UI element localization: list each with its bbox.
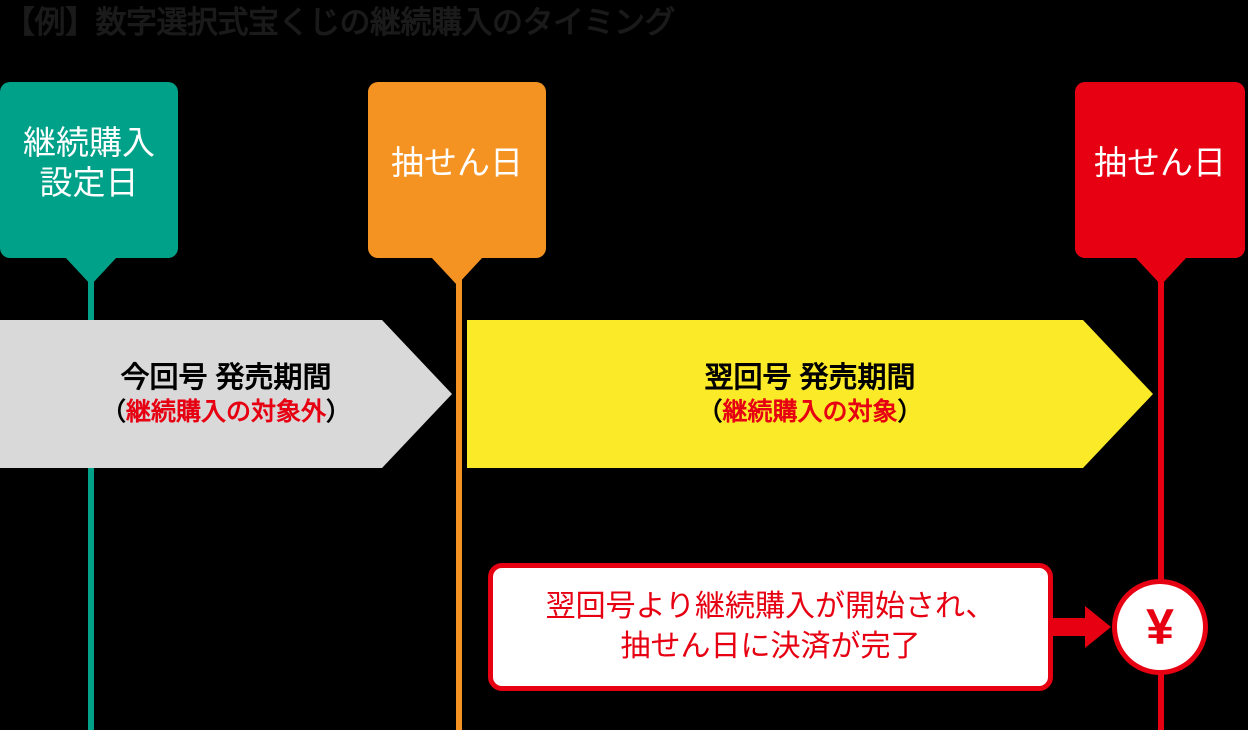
callout-setting-date: 継続購入 設定日 — [0, 82, 178, 285]
callout-draw-date-next: 抽せん日 — [1075, 82, 1245, 285]
band-next-issue-highlight: 継続購入の対象 — [722, 397, 898, 426]
paren-close: ） — [897, 397, 923, 426]
note-box: 翌回号より継続購入が開始され、 抽せん日に決済が完了 — [488, 563, 1053, 691]
callout-draw-date-current-pointer — [431, 257, 483, 285]
page-title: 【例】数字選択式宝くじの継続購入のタイミング — [4, 5, 676, 40]
timeline-rule-draw-date-current — [456, 258, 462, 730]
band-current-issue-heading: 今回号 発売期間 — [120, 361, 332, 394]
callout-draw-date-next-pointer — [1135, 257, 1187, 285]
band-current-issue-subtext: （継続購入の対象外） — [101, 396, 351, 429]
paren-open: （ — [697, 397, 723, 426]
band-next-issue-heading: 翌回号 発売期間 — [704, 361, 916, 394]
band-next-issue-subtext: （継続購入の対象） — [697, 396, 922, 429]
callout-draw-date-next-text: 抽せん日 — [1094, 143, 1226, 183]
timeline-rule-setting-date — [88, 258, 94, 730]
callout-draw-date-next-line1: 抽せん日 — [1094, 143, 1226, 181]
callout-draw-date-current-text: 抽せん日 — [391, 143, 523, 183]
paren-close: ） — [326, 397, 352, 426]
note-line1: 翌回号より継続購入が開始され、 — [545, 589, 996, 623]
band-current-issue-highlight: 継続購入の対象外 — [125, 397, 326, 426]
arrow-shaft — [1049, 618, 1087, 636]
timeline-rule-draw-date-next — [1158, 258, 1164, 730]
note-line2: 抽せん日に決済が完了 — [620, 630, 921, 663]
paren-open: （ — [100, 397, 126, 426]
yen-symbol: ¥ — [1146, 599, 1174, 655]
note-to-payment-arrow-icon — [1049, 606, 1113, 648]
callout-draw-date-current-line1: 抽せん日 — [391, 143, 523, 181]
callout-setting-date-line1: 継続購入 — [23, 123, 155, 161]
callout-setting-date-line2: 設定日 — [39, 164, 139, 201]
callout-draw-date-current: 抽せん日 — [368, 82, 546, 285]
band-current-issue: 今回号 発売期間 （継続購入の対象外） — [0, 320, 452, 468]
payment-yen-badge-icon: ¥ — [1112, 579, 1208, 675]
callout-setting-date-text: 継続購入 設定日 — [23, 123, 155, 204]
band-next-issue: 翌回号 発売期間 （継続購入の対象） — [467, 320, 1153, 468]
arrow-head — [1085, 606, 1111, 648]
callout-setting-date-pointer — [65, 257, 117, 285]
